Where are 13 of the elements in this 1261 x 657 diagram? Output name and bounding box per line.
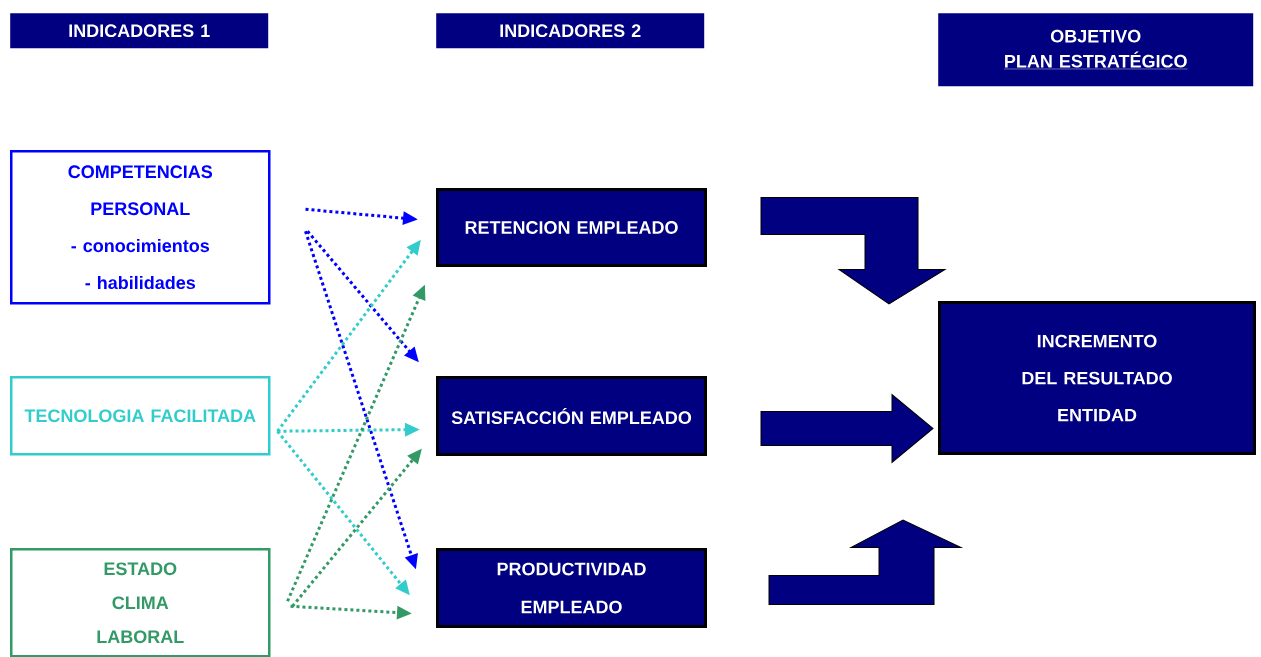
header-box: INDICADORES 2 [436,13,705,49]
indicator-box: ESTADO CLIMA LABORAL [10,548,271,657]
indicator-box: SATISFACCIÓN EMPLEADO [436,376,707,456]
indicator-box: TECNOLOGIA FACILITADA [10,376,271,456]
indicator-box: PRODUCTIVIDAD EMPLEADO [436,548,707,628]
block-arrow [760,197,946,305]
header-box: OBJETIVO PLAN ESTRATÉGICO [938,13,1254,87]
indicator-box: RETENCION EMPLEADO [436,188,707,267]
block-arrow [768,519,962,605]
result-box: INCREMENTO DEL RESULTADO ENTIDAD [938,301,1256,455]
indicator-box: COMPETENCIAS PERSONAL - conocimientos - habilidades [10,150,271,305]
block-arrow [760,394,934,463]
header-box: INDICADORES 1 [10,13,269,49]
